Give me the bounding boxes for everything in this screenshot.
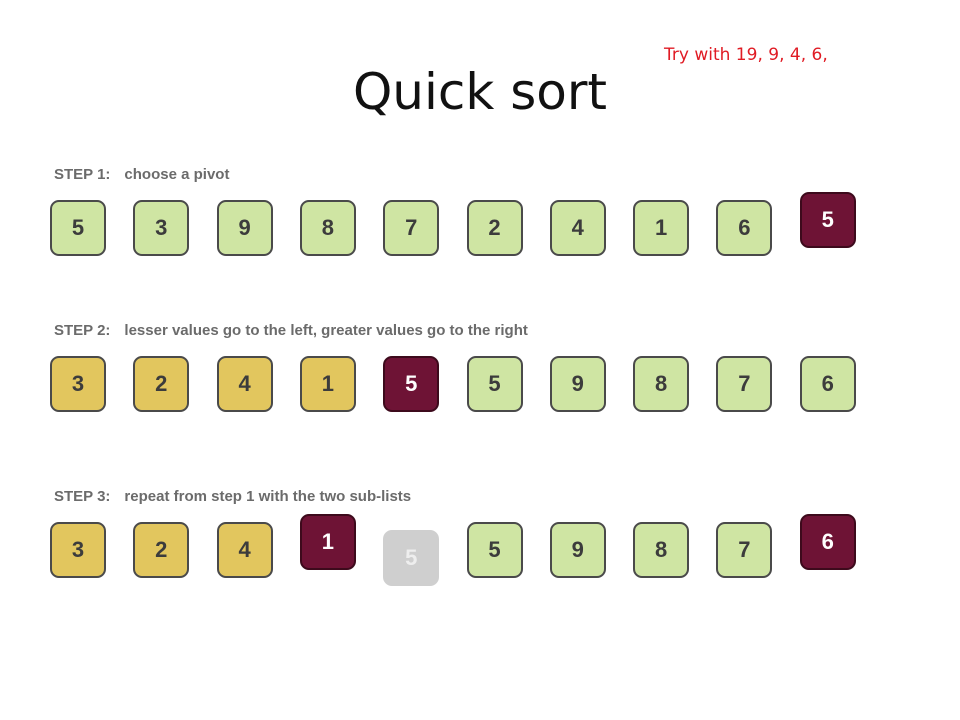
step-3-box-7: 9 <box>549 522 606 578</box>
step-3-box-1: 3 <box>50 522 106 578</box>
slide-title-text: Quick sort <box>352 63 608 121</box>
step-2-box-2: 2 <box>133 356 190 412</box>
step-2-box-9: 7 <box>716 356 773 412</box>
step-2-label: STEP 2: lesser values go to the left, gre… <box>54 322 528 340</box>
try-note: Try with 19, 9, 4, 6, <box>664 45 828 65</box>
step-2-description: lesser values go to the left, greater va… <box>124 322 528 339</box>
step-1-box-10: 5 <box>799 192 856 248</box>
step-1-box-9: 6 <box>716 200 773 256</box>
step-2-box-7: 9 <box>549 356 606 412</box>
step-1-box-2: 3 <box>133 200 190 256</box>
step-1-label: STEP 1: choose a pivot <box>54 166 229 184</box>
step-1-box-5: 7 <box>383 200 440 256</box>
slide-title: Quick sort <box>0 62 960 122</box>
step-3-box-2: 2 <box>133 522 190 578</box>
step-3-box-10: 6 <box>799 514 856 570</box>
step-1-number: STEP 1: <box>54 166 111 183</box>
step-1-box-8: 1 <box>633 200 690 256</box>
step-3-number: STEP 3: <box>54 488 111 505</box>
step-3-box-5: 5 <box>383 530 440 586</box>
step-3-box-6: 5 <box>466 522 523 578</box>
step-2-box-8: 8 <box>633 356 690 412</box>
step-2-number: STEP 2: <box>54 322 111 339</box>
step-3-box-8: 8 <box>633 522 690 578</box>
step-3-label: STEP 3: repeat from step 1 with the two s… <box>54 488 411 506</box>
step-1-box-3: 9 <box>216 200 273 256</box>
step-2-box-5: 5 <box>383 356 440 412</box>
step-2-box-10: 6 <box>799 356 856 412</box>
step-1-box-4: 8 <box>299 200 356 256</box>
step-3-description: repeat from step 1 with the two sub-list… <box>124 488 412 505</box>
step-2-box-6: 5 <box>466 356 523 412</box>
step-1-description: choose a pivot <box>124 166 230 183</box>
step-3-box-9: 7 <box>716 522 773 578</box>
step-3-box-4: 1 <box>299 514 356 570</box>
step-2-box-3: 4 <box>216 356 273 412</box>
step-1-box-1: 5 <box>50 200 106 256</box>
step-1-box-6: 2 <box>466 200 523 256</box>
step-2-box-1: 3 <box>50 356 106 412</box>
step-1-box-7: 4 <box>549 200 606 256</box>
step-3-box-3: 4 <box>216 522 273 578</box>
step-2-box-4: 1 <box>299 356 356 412</box>
